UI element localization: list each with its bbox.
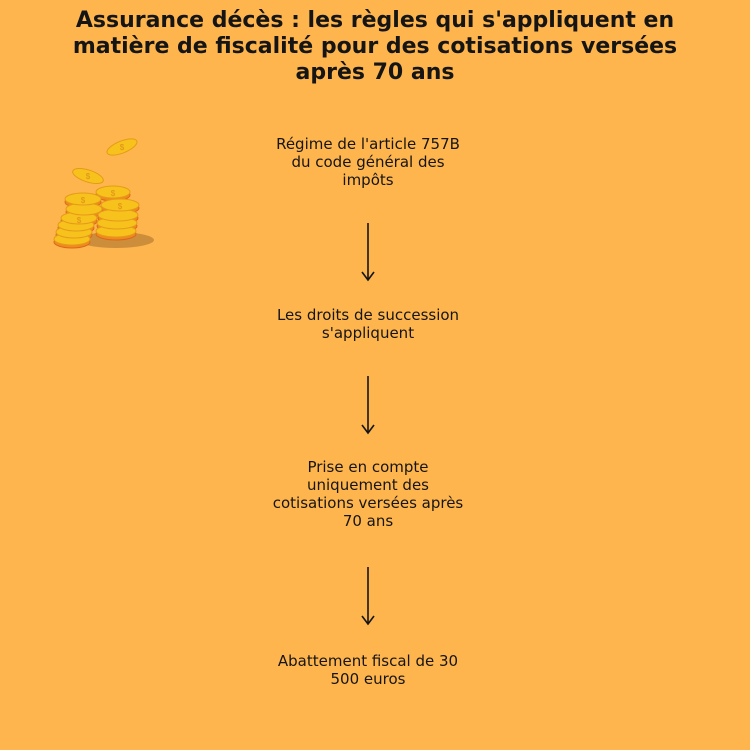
- down-arrow-icon: [361, 223, 375, 282]
- svg-text:$: $: [118, 202, 123, 211]
- svg-text:$: $: [77, 216, 82, 225]
- step-2-text: Les droits de succession s'appliquent: [276, 306, 460, 342]
- svg-text:$: $: [120, 143, 125, 152]
- svg-text:$: $: [86, 172, 91, 181]
- step-3-text: Prise en compte uniquement des cotisatio…: [272, 458, 464, 530]
- step-1-text: Régime de l'article 757B du code général…: [276, 135, 460, 189]
- svg-text:$: $: [81, 196, 86, 205]
- down-arrow-icon: [361, 567, 375, 626]
- down-arrow-icon: [361, 376, 375, 435]
- diagram-title: Assurance décès : les règles qui s'appli…: [72, 8, 678, 85]
- svg-text:$: $: [111, 189, 116, 198]
- coins-icon: $ $ $ $ $ $: [53, 138, 154, 249]
- step-4-text: Abattement fiscal de 30 500 euros: [277, 652, 459, 688]
